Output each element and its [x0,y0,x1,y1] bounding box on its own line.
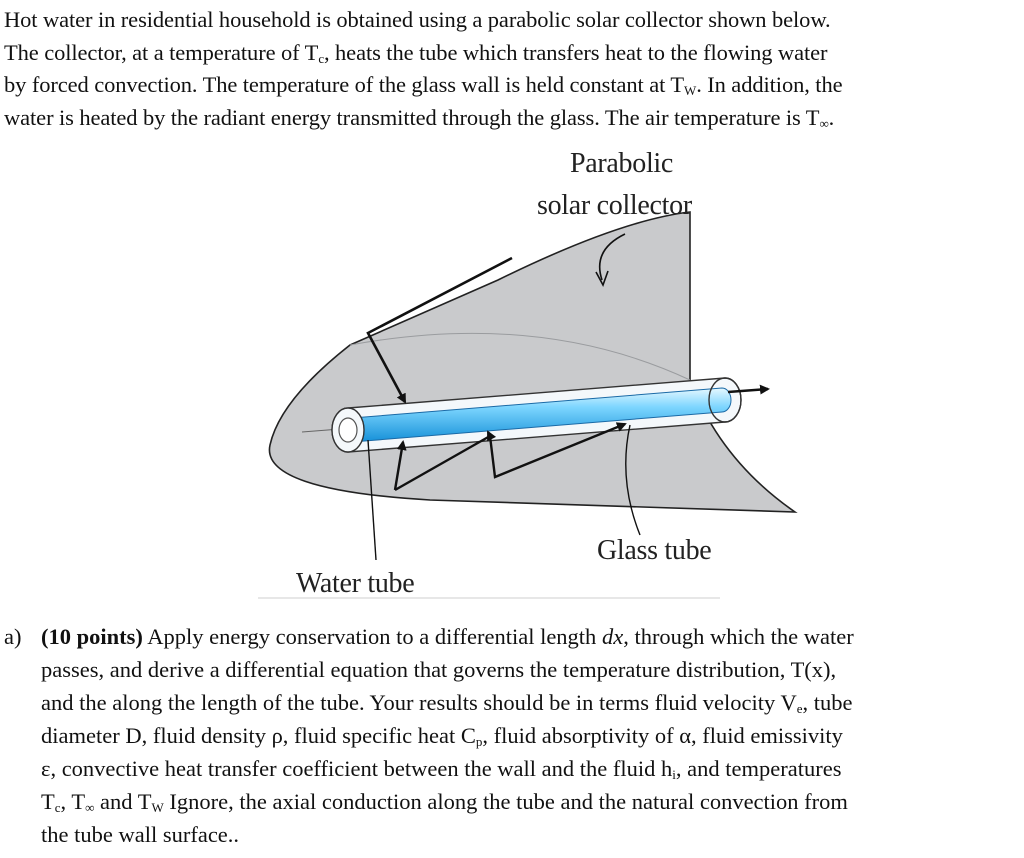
intro-line-4: water is heated by the radiant energy tr… [4,104,835,131]
flow-arrow [727,384,770,395]
question-line-1: (10 points) Apply energy conservation to… [41,624,854,649]
question-line-7: the tube wall surface.. [41,822,240,847]
glass-tube-leader [625,424,641,536]
question-line-6: Tc, T∞ and TW Ignore, the axial conducti… [41,789,848,815]
label-collector-line1: Parabolic [570,148,674,179]
collector-diagram [258,211,798,599]
question-line-2: passes, and derive a differential equati… [41,657,837,682]
question-line-4: diameter D, fluid density ρ, fluid speci… [41,723,843,749]
reflected-ray [393,440,407,491]
question-body: (10 points) Apply energy conservation to… [41,620,1014,851]
question-a: a) (10 points) Apply energy conservation… [4,620,1014,851]
question-line-5: ε, convective heat transfer coefficient … [41,756,842,782]
collector-leader [598,233,626,281]
label-water-tube: Water tube [296,568,415,599]
intro-line-2: The collector, at a temperature of Tc, h… [4,39,828,66]
question-line-3: and the along the length of the tube. Yo… [41,690,853,716]
intro-line-3: by forced convection. The temperature of… [4,72,843,98]
solar-ray [366,256,513,404]
solar-collector-figure: Parabolic solar collector Glass tube Wat… [240,140,800,605]
intro-line-1: Hot water in residential household is ob… [4,7,831,32]
label-glass-tube: Glass tube [597,535,712,566]
water-tube-leader [367,439,377,561]
question-marker: a) [4,624,22,649]
label-collector-line2: solar collector [537,190,692,221]
parabolic-trough [268,211,798,513]
problem-statement: Hot water in residential household is ob… [4,4,1014,134]
